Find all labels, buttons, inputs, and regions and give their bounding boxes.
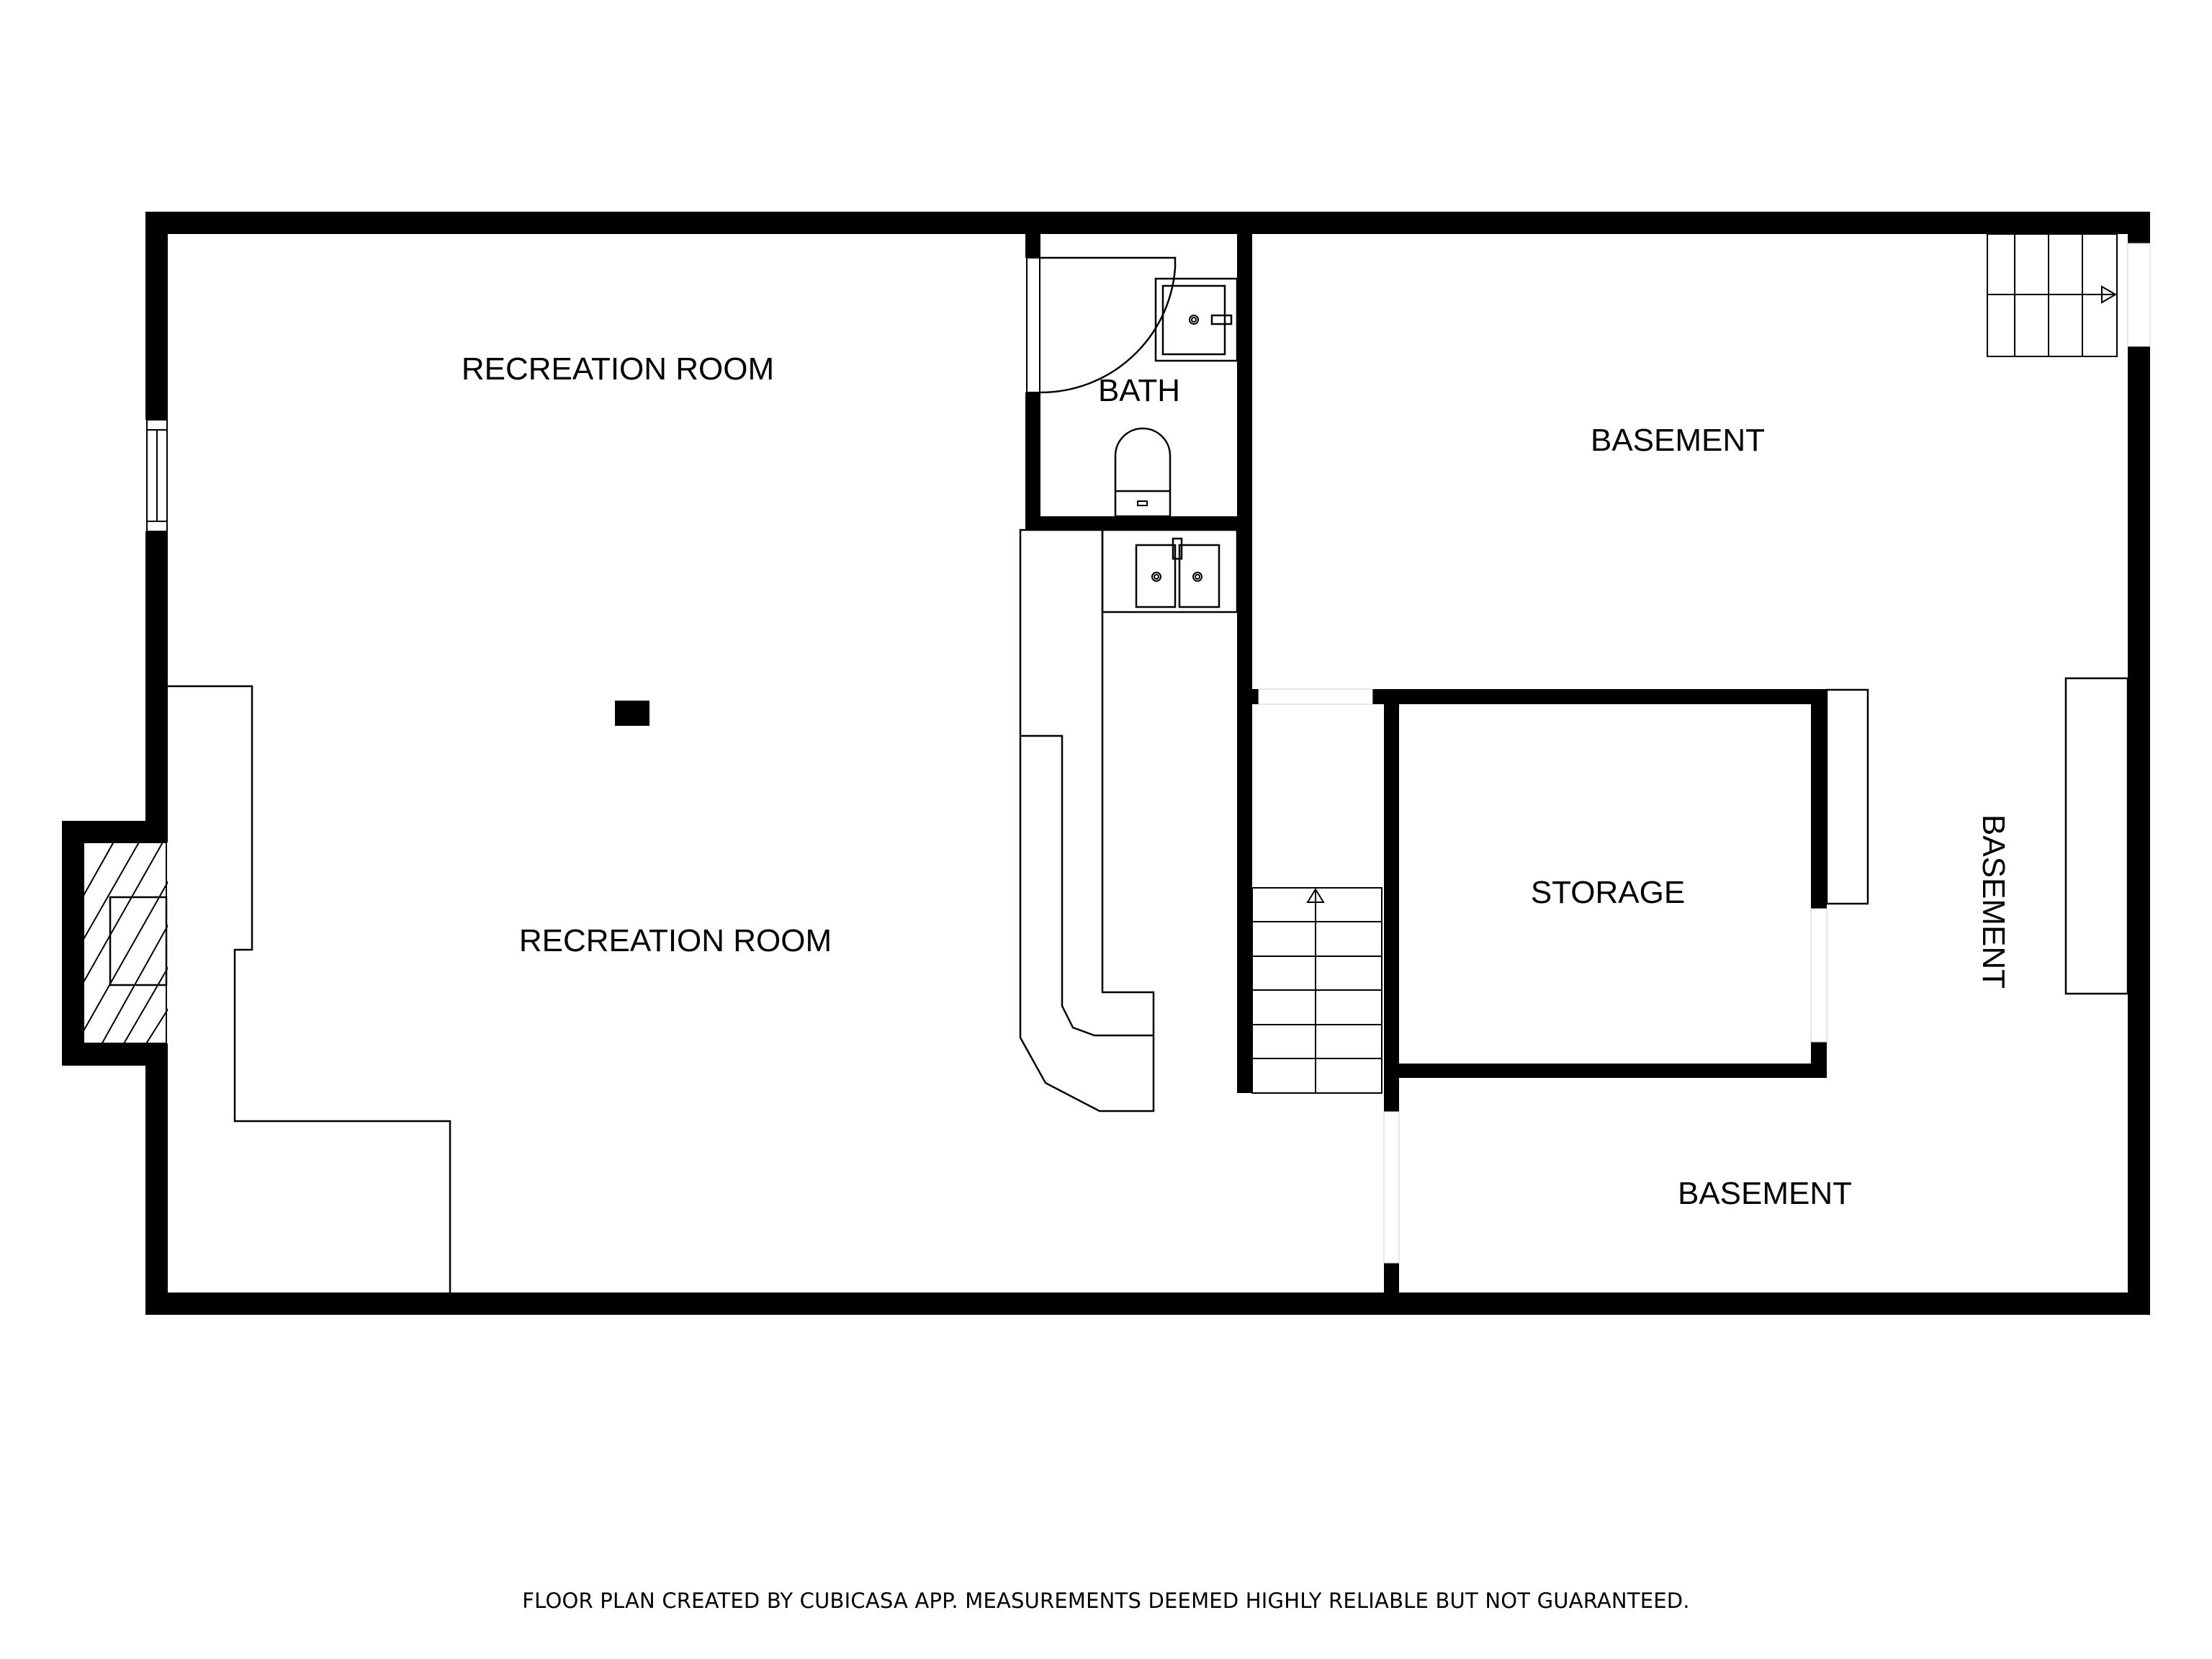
double-sink-icon: [1135, 537, 1220, 608]
fireplace-wall-bottom: [62, 1043, 168, 1066]
fireplace-wall-left: [62, 821, 84, 1066]
doorway-storage: [1810, 908, 1827, 1043]
doorway-basement-stairs: [1258, 688, 1373, 705]
fireplace-icon: [83, 842, 168, 1044]
storage-side-shelf: [1825, 688, 1869, 905]
built-in-cabinet: [168, 685, 451, 1292]
basement-east-shelf: [2064, 677, 2129, 995]
bar-outline: [1019, 529, 1155, 1112]
bath-fixtures: [1026, 256, 1238, 518]
storage-wall-right-upper: [1811, 689, 1827, 909]
outer-wall-right: [2128, 346, 2150, 1315]
label-recreation-room-north: RECREATION ROOM: [462, 351, 774, 387]
storage-wall-right-lower: [1811, 1042, 1827, 1078]
window-east: [2127, 243, 2151, 347]
outer-wall-left-mid: [145, 531, 168, 827]
label-storage: STORAGE: [1531, 875, 1685, 910]
bar-inner-edge: [1020, 734, 1154, 1037]
bath-wall-left-bottom: [1025, 392, 1040, 531]
label-recreation-room-main: RECREATION ROOM: [519, 923, 832, 958]
outer-wall-left-lower: [145, 1066, 168, 1315]
label-basement-east: BASEMENT: [1976, 814, 2011, 989]
arrow-up-icon: [1306, 888, 1325, 903]
label-basement-south: BASEMENT: [1678, 1176, 1852, 1211]
door-swing-icon: [1040, 256, 1177, 394]
northeast-stairs[interactable]: [1987, 233, 2118, 357]
doorway-south-basement: [1383, 1111, 1400, 1264]
storage-wall-top: [1372, 689, 1827, 704]
bath-door[interactable]: [1026, 257, 1040, 393]
label-basement-north: BASEMENT: [1591, 423, 1765, 458]
openings: [146, 243, 2151, 1264]
toilet-icon: [1114, 427, 1172, 518]
outer-wall-right-top: [2128, 212, 2150, 243]
bath-sink-icon: [1154, 277, 1238, 362]
support-column: [615, 701, 649, 726]
central-wall: [1237, 212, 1252, 1093]
bath-wall-left-top: [1025, 212, 1040, 258]
storage-wall-left-bottom: [1384, 1263, 1399, 1315]
outer-wall-left-upper: [145, 212, 168, 420]
outer-wall-top: [145, 212, 2150, 234]
window-west: [146, 419, 168, 532]
recreation-fixtures: [168, 685, 649, 1292]
center-stairs[interactable]: [1251, 887, 1382, 1094]
arrow-right-icon: [2101, 285, 2117, 304]
bath-wall-bottom: [1025, 516, 1252, 531]
central-wall-stub: [1252, 689, 1259, 704]
label-bath: BATH: [1098, 373, 1180, 408]
storage-wall-bottom: [1384, 1064, 1827, 1078]
room-labels: RECREATION ROOM RECREATION ROOM BATH BAS…: [462, 351, 2011, 1211]
wet-bar-counter: [1101, 529, 1238, 613]
footer-disclaimer: FLOOR PLAN CREATED BY CUBICASA APP. MEAS…: [522, 1588, 1690, 1613]
walls: [62, 212, 2150, 1315]
bar-counter: [1019, 529, 1238, 1112]
storage-wall-left: [1384, 689, 1399, 1112]
outer-wall-bottom: [145, 1292, 2150, 1315]
